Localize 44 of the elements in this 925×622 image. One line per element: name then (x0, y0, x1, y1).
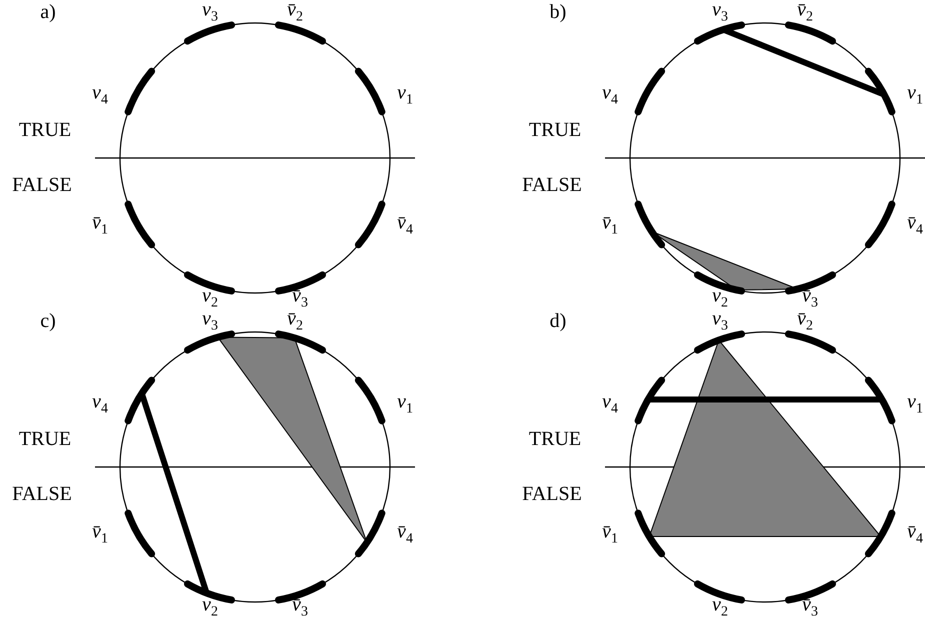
variable-label: v̄$_{3}$ (802, 286, 818, 310)
variable-label: v̄$_{1}$ (602, 212, 618, 238)
variable-label: v̄$_{3}$ (292, 594, 308, 620)
variable-label: v$_{1}$ (397, 82, 413, 108)
variable-label: v$_{3}$ (202, 308, 218, 334)
variable-label: v̄$_{4}$ (397, 522, 413, 546)
variable-label: v̄$_{4}$ (397, 212, 413, 238)
variable-label: v̄$_{2}$ (797, 308, 813, 334)
panel-letter: c) (40, 311, 56, 331)
truth-label: TRUE (18, 120, 72, 140)
truth-label: TRUE (528, 429, 582, 449)
variable-label: v$_{2}$ (202, 286, 218, 310)
variable-label: v$_{4}$ (602, 392, 618, 416)
variable-label: v̄$_{3}$ (292, 286, 308, 310)
panel-letter: a) (40, 2, 56, 22)
variable-label: v$_{1}$ (907, 392, 923, 416)
variable-label: v̄$_{1}$ (92, 212, 108, 238)
variable-label: v̄$_{2}$ (287, 0, 303, 24)
variable-label: v$_{3}$ (712, 0, 728, 24)
variable-label: v$_{3}$ (712, 308, 728, 334)
truth-label: FALSE (522, 175, 582, 195)
variable-label: v$_{1}$ (907, 82, 923, 108)
truth-label: FALSE (12, 175, 72, 195)
variable-label: v$_{4}$ (92, 392, 108, 416)
variable-label: v̄$_{1}$ (92, 522, 108, 546)
truth-label: FALSE (12, 484, 72, 504)
truth-label: TRUE (528, 120, 582, 140)
truth-label: FALSE (522, 484, 582, 504)
panel-letter: b) (550, 2, 566, 22)
variable-label: v̄$_{1}$ (602, 522, 618, 546)
truth-label: TRUE (18, 429, 72, 449)
variable-label: v$_{2}$ (712, 286, 728, 310)
variable-label: v̄$_{4}$ (907, 212, 923, 238)
variable-label: v$_{3}$ (202, 0, 218, 24)
variable-label: v̄$_{2}$ (287, 308, 303, 334)
variable-label: v̄$_{4}$ (907, 522, 923, 546)
panel-letter: d) (550, 311, 566, 331)
variable-label: v̄$_{3}$ (802, 594, 818, 620)
variable-label: v$_{2}$ (712, 594, 728, 620)
variable-label: v$_{1}$ (397, 392, 413, 416)
variable-label: v̄$_{2}$ (797, 0, 813, 24)
variable-label: v$_{4}$ (602, 82, 618, 108)
variable-label: v$_{4}$ (92, 82, 108, 108)
variable-label: v$_{2}$ (202, 594, 218, 620)
